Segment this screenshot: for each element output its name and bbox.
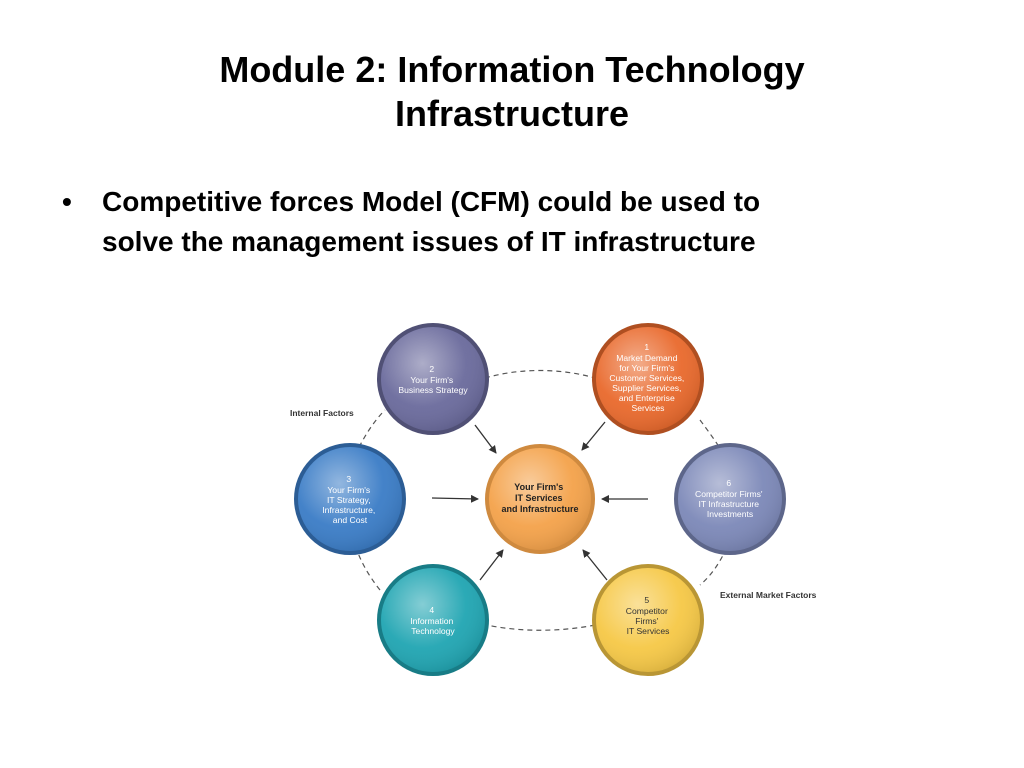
competitor-investments-line-1: Competitor Firms' — [695, 489, 763, 499]
arrow-from-information-technology — [479, 549, 504, 581]
title-line-1: Module 2: Information Technology — [219, 49, 805, 90]
business-strategy-shine — [381, 327, 485, 431]
node-information-technology: 4 Information Technology — [377, 564, 489, 676]
it-strategy-line-2: IT Strategy, — [327, 495, 371, 505]
market-demand-label: 1 Market Demand for Your Firm's Customer… — [609, 342, 686, 413]
it-strategy-shine — [298, 447, 402, 551]
slide-title: Module 2: Information Technology Infrast… — [0, 48, 1024, 136]
business-strategy-label: 2 Your Firm's Business Strategy — [398, 364, 468, 395]
market-demand-line-2: for Your Firm's — [619, 363, 674, 373]
node-competitor-investments: 6 Competitor Firms' IT Infrastructure In… — [674, 443, 786, 555]
competitor-investments-number: 6 — [726, 478, 731, 488]
it-strategy-line-4: and Cost — [333, 515, 368, 525]
competitor-investments-label: 6 Competitor Firms' IT Infrastructure In… — [695, 478, 765, 519]
competitor-services-line-3: IT Services — [627, 626, 670, 636]
bullet-text: Competitive forces Model (CFM) could be … — [102, 182, 952, 262]
it-strategy-label: 3 Your Firm's IT Strategy, Infrastructur… — [322, 474, 377, 525]
market-demand-line-4: Supplier Services, — [612, 383, 681, 393]
center-line-1: Your Firm's — [514, 482, 563, 492]
center-line-2: IT Services — [515, 493, 563, 503]
bullet-line-1: Competitive forces Model (CFM) could be … — [102, 186, 761, 217]
competitor-investments-line-3: Investments — [707, 509, 753, 519]
competitor-investments-line-2: IT Infrastructure — [699, 499, 760, 509]
market-demand-line-3: Customer Services, — [609, 373, 684, 383]
arrow-from-it-strategy — [431, 494, 479, 503]
it-strategy-number: 3 — [346, 474, 351, 484]
internal-factors-label: Internal Factors — [290, 408, 354, 418]
bullet-marker: • — [62, 186, 72, 217]
node-competitor-services: 5 Competitor Firms' IT Services — [592, 564, 704, 676]
arrow-from-business-strategy — [474, 424, 497, 454]
arrow-from-competitor-services — [582, 549, 608, 581]
information-technology-shine — [381, 568, 485, 672]
market-demand-line-1: Market Demand — [616, 353, 677, 363]
title-line-2: Infrastructure — [394, 93, 630, 134]
market-demand-number: 1 — [644, 342, 649, 352]
center-line-3: and Infrastructure — [501, 504, 578, 514]
center-node: Your Firm's IT Services and Infrastructu… — [485, 444, 595, 554]
it-strategy-line-1: Your Firm's — [327, 485, 370, 495]
business-strategy-line-1: Your Firm's — [410, 375, 453, 385]
external-market-factors-label: External Market Factors — [720, 590, 817, 600]
market-demand-shine — [596, 327, 700, 431]
center-label: Your Firm's IT Services and Infrastructu… — [501, 482, 578, 514]
information-technology-number: 4 — [429, 605, 434, 615]
business-strategy-line-2: Business Strategy — [398, 385, 468, 395]
business-strategy-number: 2 — [429, 364, 434, 374]
node-it-strategy: 3 Your Firm's IT Strategy, Infrastructur… — [294, 443, 406, 555]
information-technology-line-2: Technology — [411, 626, 455, 636]
information-technology-line-1: Information — [410, 616, 453, 626]
competitor-services-label: 5 Competitor Firms' IT Services — [626, 595, 670, 636]
bullet-line-2: solve the management issues of IT infras… — [102, 226, 756, 257]
it-strategy-line-3: Infrastructure, — [322, 505, 375, 515]
market-demand-line-6: Services — [632, 403, 665, 413]
competitor-services-shine — [596, 568, 700, 672]
market-demand-line-5: and Enterprise — [619, 393, 675, 403]
node-business-strategy: 2 Your Firm's Business Strategy — [377, 323, 489, 435]
competitor-services-line-2: Firms' — [635, 616, 658, 626]
information-technology-label: 4 Information Technology — [410, 605, 455, 636]
competitor-services-number: 5 — [644, 595, 649, 605]
competitor-services-line-1: Competitor — [626, 606, 668, 616]
arrows — [431, 421, 648, 581]
arrow-from-market-demand — [581, 421, 606, 451]
center-shine — [489, 448, 591, 550]
node-market-demand: 1 Market Demand for Your Firm's Customer… — [592, 323, 704, 435]
competitor-investments-shine — [678, 447, 782, 551]
